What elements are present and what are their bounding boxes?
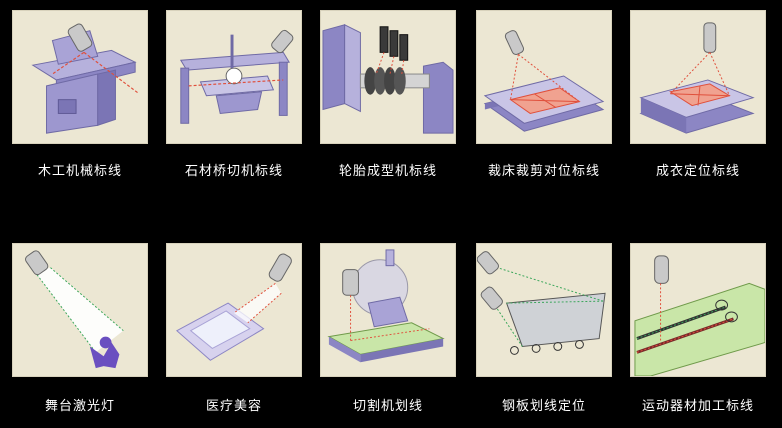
- tile-sports-equipment: [630, 243, 766, 377]
- tire-building-machine-icon: [322, 23, 454, 134]
- tile-garment: [630, 10, 766, 144]
- sports-equipment-icon: [634, 255, 765, 376]
- caption-tire-building: 轮胎成型机标线: [338, 164, 437, 179]
- garment-positioning-icon: [639, 22, 755, 134]
- steel-plate-marking-icon: [477, 251, 606, 355]
- stone-bridge-saw-icon: [179, 29, 294, 124]
- caption-cutting-bed: 裁床裁剪对位标线: [487, 164, 600, 179]
- tile-stone-bridge-saw: [166, 10, 302, 144]
- woodworking-machine-icon: [31, 23, 140, 134]
- tile-woodworking: [12, 10, 148, 144]
- tile-stage-laser: [12, 243, 148, 377]
- tile-medical-beauty: [166, 243, 302, 377]
- caption-steel-plate: 钢板划线定位: [501, 399, 586, 414]
- caption-sports-equipment: 运动器材加工标线: [641, 399, 754, 414]
- caption-medical-beauty: 医疗美容: [205, 399, 262, 414]
- caption-cutting-machine: 切割机划线: [352, 399, 423, 414]
- caption-stage-laser: 舞台激光灯: [44, 399, 115, 414]
- caption-woodworking: 木工机械标线: [37, 164, 122, 179]
- cutting-machine-icon: [327, 249, 445, 363]
- cutting-bed-icon: [483, 30, 605, 132]
- caption-stone-bridge-saw: 石材桥切机标线: [184, 164, 283, 179]
- caption-garment: 成衣定位标线: [655, 164, 740, 179]
- tile-steel-plate: [476, 243, 612, 377]
- stage-laser-light-icon: [25, 250, 124, 369]
- tile-tire-building: [320, 10, 456, 144]
- medical-beauty-icon: [176, 253, 292, 361]
- tile-cutting-bed: [476, 10, 612, 144]
- tile-cutting-machine: [320, 243, 456, 377]
